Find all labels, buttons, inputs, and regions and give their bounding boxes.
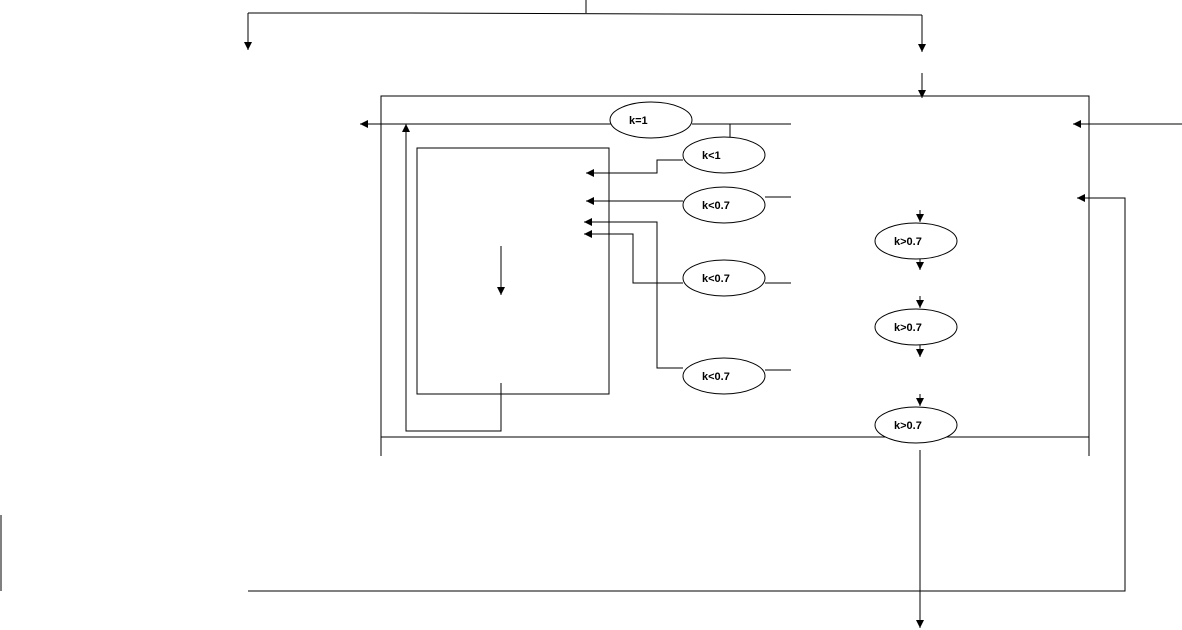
k-lt-1-connector (586, 159, 683, 177)
node-k-gt-07-c: k>0.7 (874, 406, 958, 444)
node-label: k>0.7 (894, 236, 922, 248)
node-k-lt-07-a: k<0.7 (682, 186, 766, 224)
k-lt-07-c-connector (584, 218, 683, 369)
inner-box (416, 147, 610, 395)
inner-feedback-loop (402, 124, 502, 432)
node-label: k<1 (702, 150, 721, 162)
outer-frame (380, 95, 1090, 456)
node-label: k<0.7 (702, 371, 730, 383)
node-k-gt-07-b: k>0.7 (874, 308, 958, 346)
node-label: k<0.7 (702, 273, 730, 285)
node-label: k<0.7 (702, 200, 730, 212)
k-lt-07-b-connector (584, 230, 683, 284)
node-label: k>0.7 (894, 322, 922, 334)
node-k-gt-07-a: k>0.7 (874, 222, 958, 260)
top-split-connector (248, 0, 923, 16)
node-k-lt-07-c: k<0.7 (682, 357, 766, 395)
node-k-eq-1: k=1 (609, 101, 693, 139)
node-label: k=1 (629, 115, 648, 127)
node-label: k>0.7 (894, 420, 922, 432)
node-k-lt-07-b: k<0.7 (682, 259, 766, 297)
node-k-lt-1: k<1 (682, 136, 766, 174)
bottom-return-loop (248, 194, 1126, 592)
